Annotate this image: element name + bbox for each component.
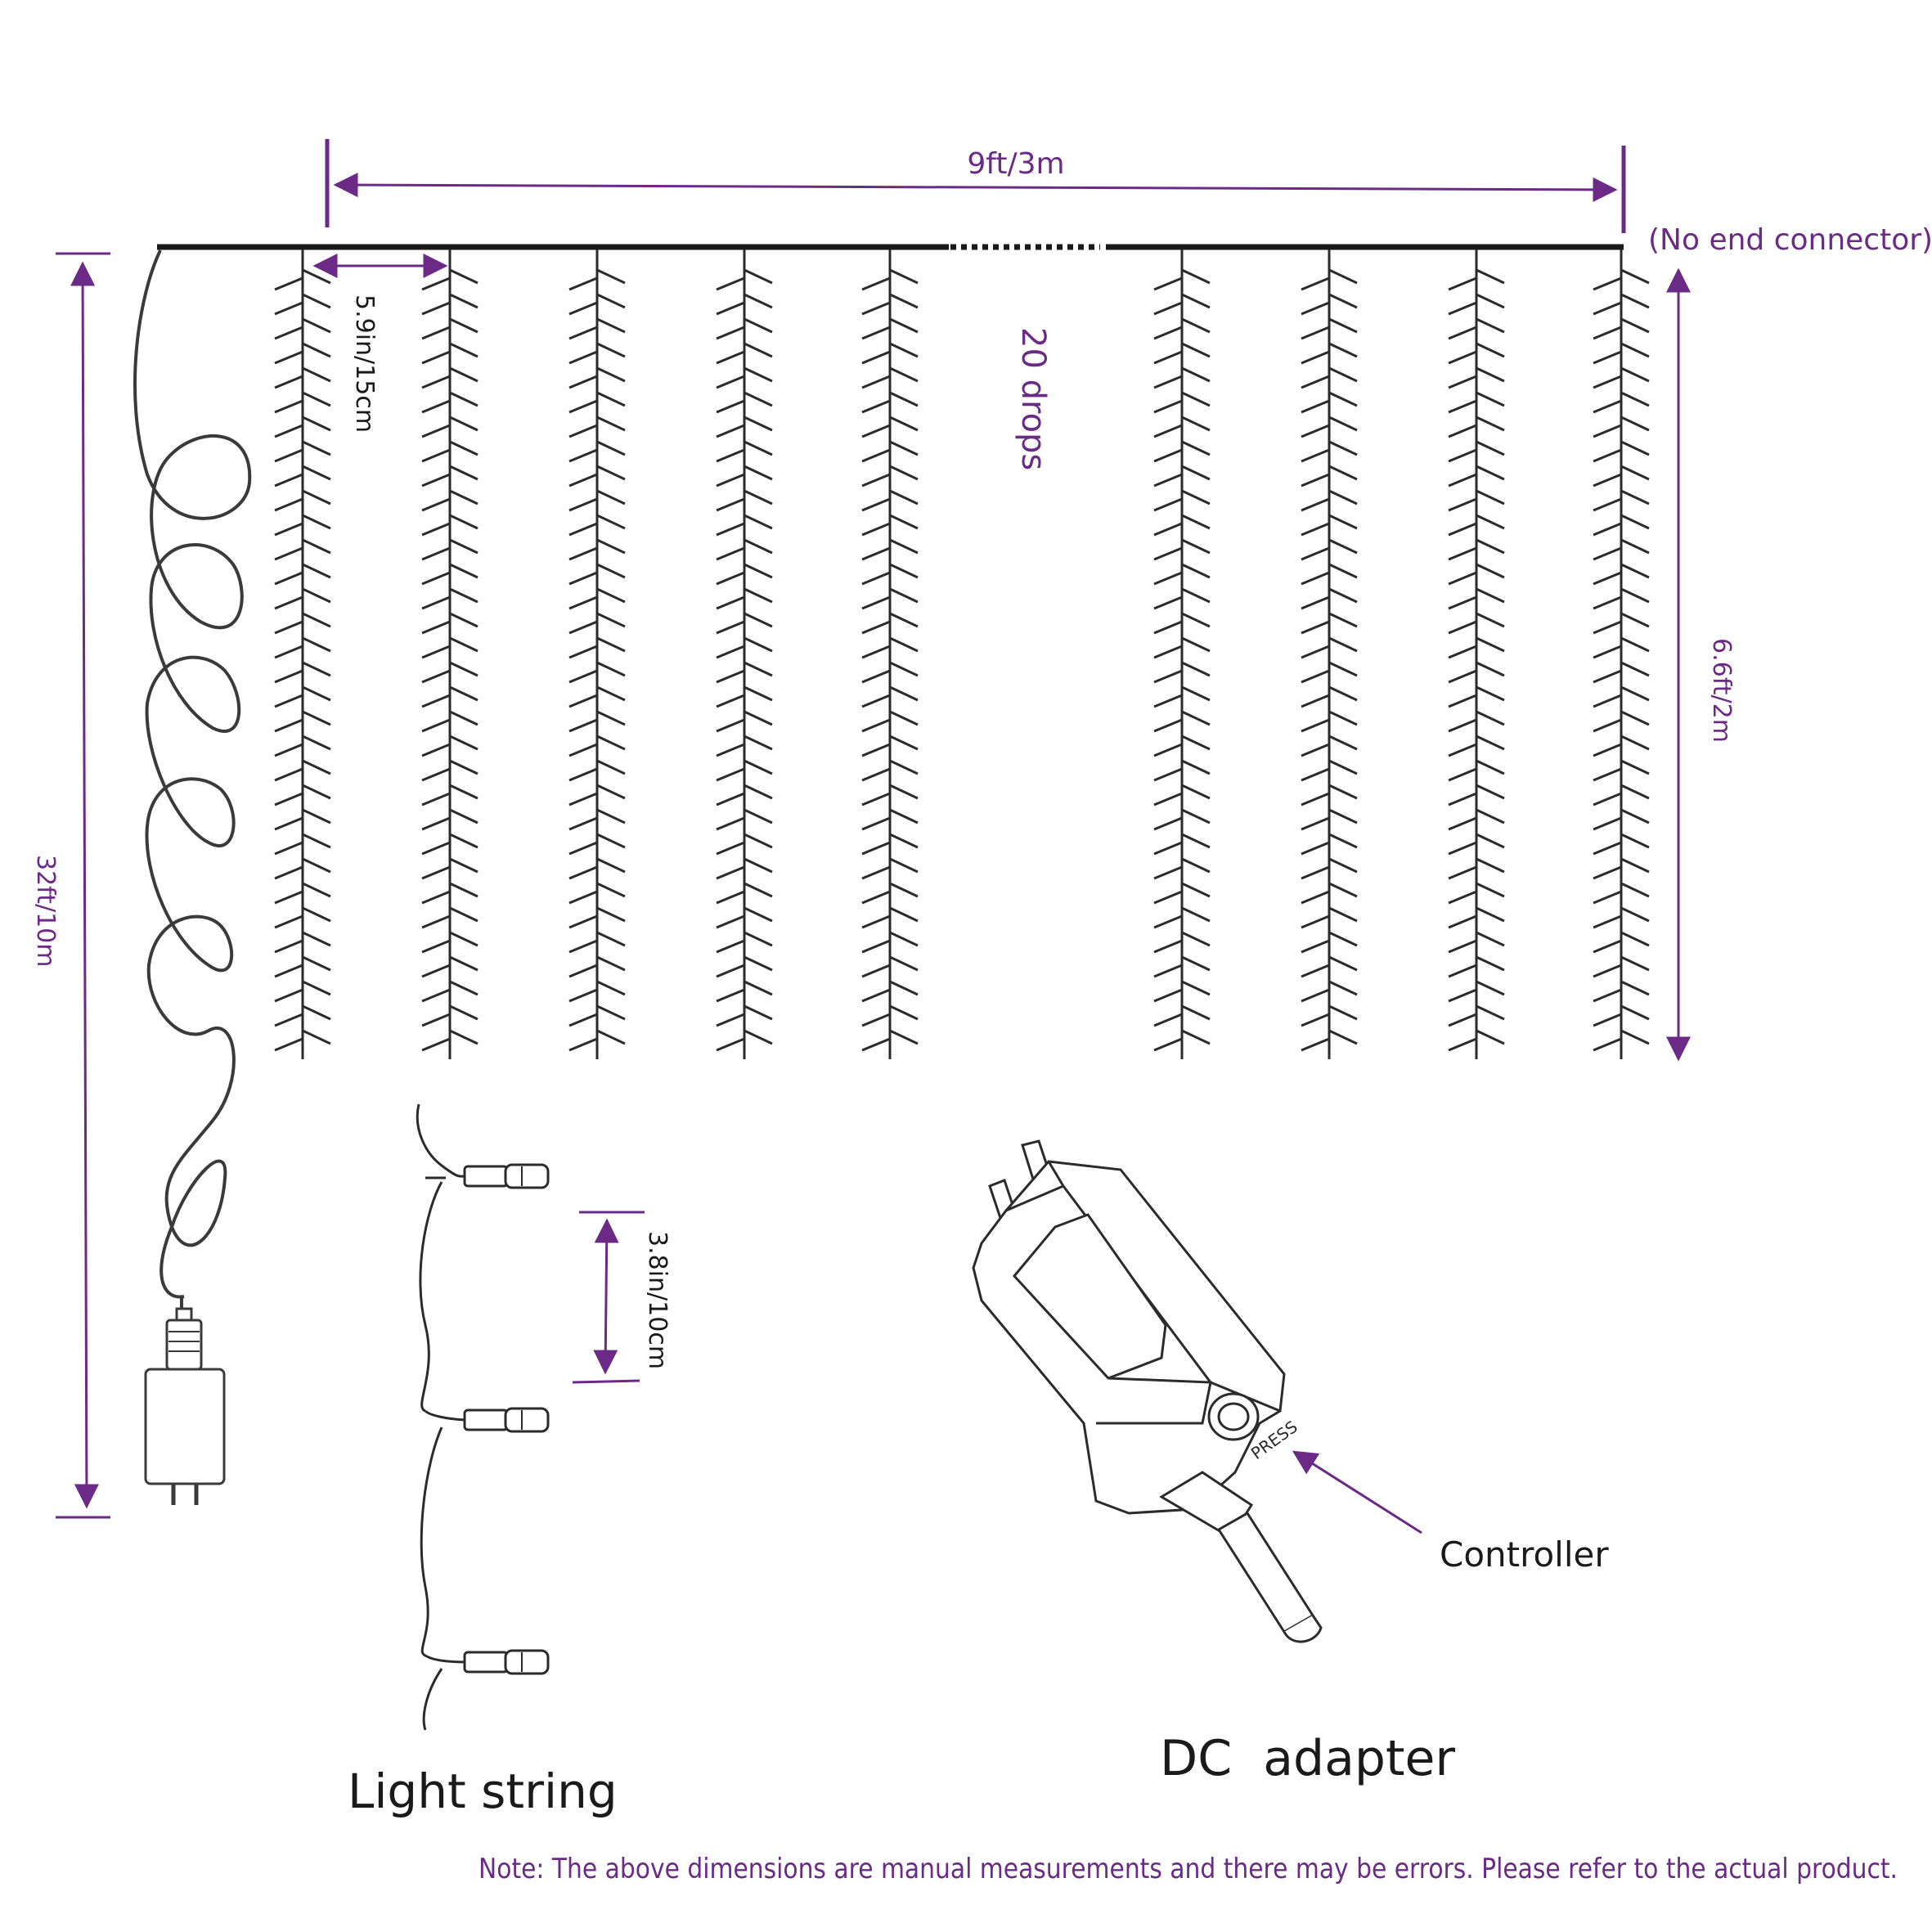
bulb-spacing-dimension: 3.8in/10cm [572,1211,672,1384]
lead-length-dimension: 32ft/10m [31,252,110,1519]
led-bulb-icon [463,1407,550,1433]
plug-icon [144,1296,226,1505]
light-drop [421,249,479,1059]
light-string-detail [416,1103,550,1731]
controller-label: Controller [1440,1534,1609,1575]
bulb-spacing-label: 3.8in/10cm [643,1231,672,1369]
dc-adapter-icon [972,1139,1323,1643]
light-drops [274,249,1650,1059]
drop-length-dimension: 6.6ft/2m [1666,267,1736,1062]
lead-cable [133,249,252,1299]
led-bulb-icon [463,1163,550,1189]
note-text: Note: The above dimensions are manual me… [479,1853,1898,1885]
controller-arrow [1292,1450,1422,1534]
drops-count-label: 20 drops [1014,327,1052,470]
drop-spacing-dimension: 5.9in/15cm [312,254,448,433]
light-drop [1448,249,1505,1059]
light-drop [568,249,626,1059]
lead-length-label: 32ft/10m [31,855,60,967]
light-drop [861,249,919,1059]
led-bulb-icon [463,1649,550,1675]
light-drop [716,249,773,1059]
width-dimension: 9ft/3m [325,139,1626,233]
dc-adapter-label: DC adapter [1160,1730,1455,1787]
no-end-connector-label: (No end connector) [1648,223,1932,257]
drop-spacing-label: 5.9in/15cm [350,294,379,433]
light-drop [1153,249,1211,1059]
light-drop [274,249,331,1059]
light-drop [1301,249,1358,1059]
drop-length-label: 6.6ft/2m [1707,638,1736,743]
width-label: 9ft/3m [967,147,1064,181]
light-drop [1593,249,1650,1059]
light-string-label: Light string [348,1764,618,1819]
